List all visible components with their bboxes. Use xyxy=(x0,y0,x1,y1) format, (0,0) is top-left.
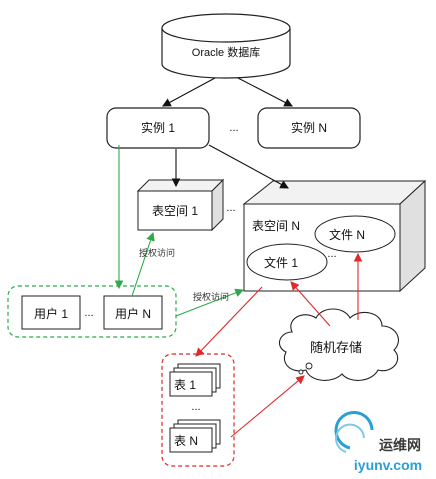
file-ellipsis: ... xyxy=(327,248,336,260)
random-storage-label: 随机存储 xyxy=(310,340,362,355)
instance-1-label: 实例 1 xyxy=(141,120,175,135)
random-storage-cloud: 随机存储 xyxy=(278,308,399,381)
file-n-ellipse: 文件 N xyxy=(314,215,396,253)
database-label: Oracle 数据库 xyxy=(192,45,260,59)
tablen-to-storage-arrow xyxy=(230,375,305,438)
grant-access-label-1: 授权访问 xyxy=(139,247,175,258)
users-to-tablespacen-arrow xyxy=(175,288,245,317)
user-1-label: 用户 1 xyxy=(34,306,68,321)
tables-group xyxy=(161,353,235,467)
file-1-label: 文件 1 xyxy=(264,255,298,270)
storage-to-file1-arrow xyxy=(290,281,331,327)
table-1-stack: 表 1 xyxy=(169,363,221,397)
instance-1-box: 实例 1 xyxy=(106,107,210,149)
tablespace-n-label: 表空间 N xyxy=(252,219,300,233)
tablespace-1-label: 表空间 1 xyxy=(152,204,198,218)
instance-n-label: 实例 N xyxy=(291,120,327,135)
watermark-site: iyunv.com xyxy=(354,457,422,473)
watermark-logo-icon xyxy=(334,410,374,453)
usern-to-tablespace1-arrow xyxy=(131,231,155,297)
table-ellipsis: ... xyxy=(191,401,200,413)
user-ellipsis: ... xyxy=(84,307,93,319)
file-n-label: 文件 N xyxy=(329,227,365,242)
watermark-brand: 运维网 xyxy=(379,437,421,453)
table-1-label: 表 1 xyxy=(174,378,196,392)
database-cylinder: Oracle 数据库 xyxy=(161,13,291,79)
user-1-box: 用户 1 xyxy=(21,295,81,330)
grant-access-label-2: 授权访问 xyxy=(193,291,229,302)
db-to-instancen-arrow xyxy=(237,77,293,107)
instance1-to-tablespacen-arrow xyxy=(208,144,289,189)
table-n-stack: 表 N xyxy=(169,419,221,453)
file-1-ellipse: 文件 1 xyxy=(246,243,328,281)
tablespacen-to-tables-arrow xyxy=(195,286,263,357)
tablespace-1-box: 表空间 1 xyxy=(136,178,225,232)
instance-n-box: 实例 N xyxy=(257,107,361,149)
instance-ellipsis: ... xyxy=(229,122,238,134)
tablespace-ellipsis: ... xyxy=(226,202,235,214)
watermark: 运维网 iyunv.com xyxy=(334,410,422,473)
user-n-box: 用户 N xyxy=(103,295,163,330)
user-n-label: 用户 N xyxy=(115,306,151,321)
db-to-instance1-arrow xyxy=(162,77,216,107)
users-group xyxy=(7,285,177,338)
table-n-label: 表 N xyxy=(174,434,198,448)
